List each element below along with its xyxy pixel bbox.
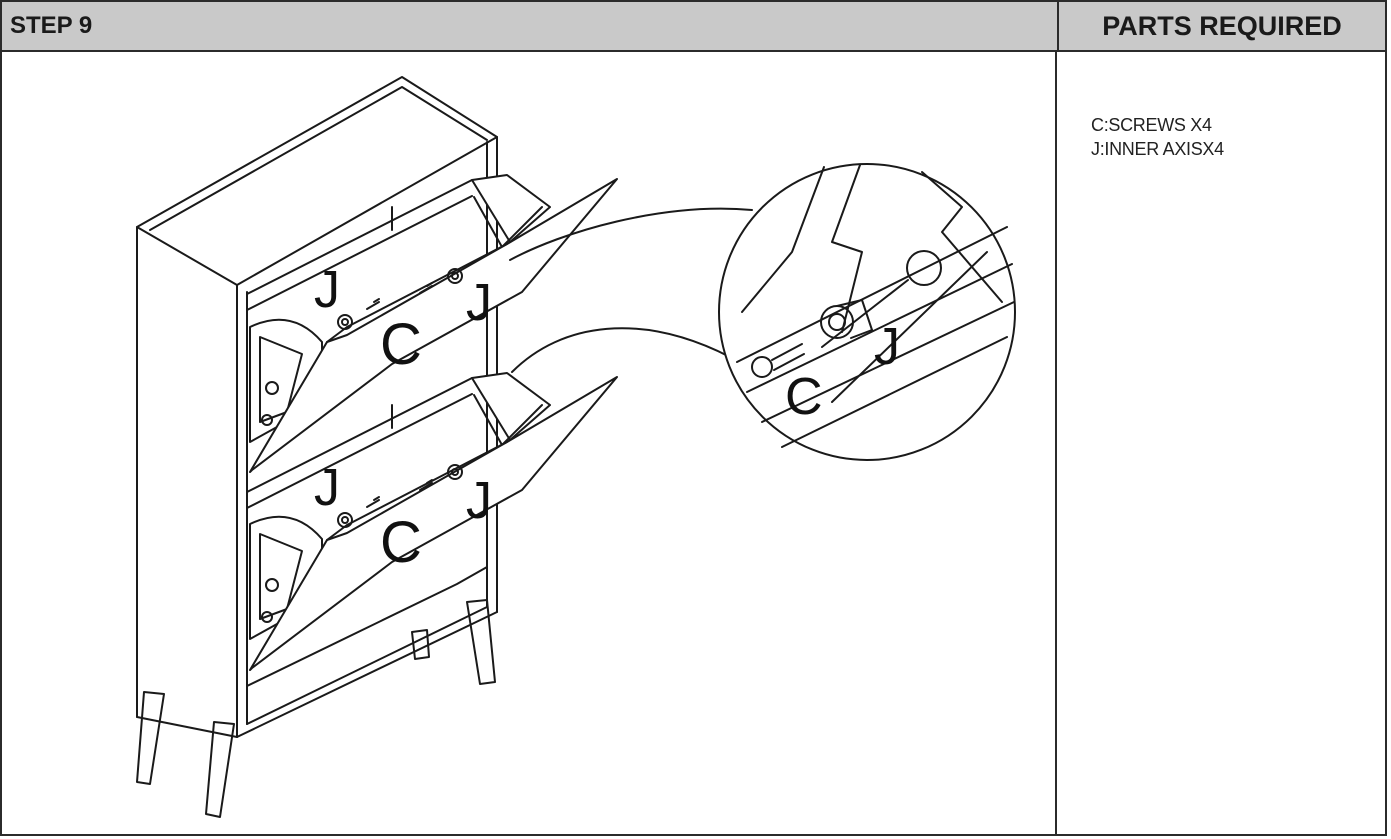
leader-lines	[509, 207, 753, 373]
parts-list: C:SCREWS X4 J:INNER AXISX4	[1091, 113, 1224, 161]
parts-required-title: PARTS REQUIRED	[1057, 2, 1385, 52]
callout-j-detail: J	[874, 318, 900, 376]
cabinet-body	[136, 76, 498, 738]
callout-j-lower-left: J	[314, 459, 340, 517]
part-item-inner-axis: J:INNER AXISX4	[1091, 139, 1224, 159]
callout-j-upper-right: J	[466, 274, 492, 332]
detail-magnifier	[718, 163, 1016, 461]
callout-j-lower-right: J	[466, 472, 492, 530]
assembly-illustration: J C J J C J J C	[136, 76, 1016, 818]
callout-labels: J C J J C J J C	[314, 261, 900, 575]
callout-c-lower: C	[380, 510, 422, 575]
hardware-parts	[337, 268, 463, 528]
step-title: STEP 9	[2, 2, 1057, 52]
callout-c-upper: C	[380, 312, 422, 377]
callout-j-upper-left: J	[314, 261, 340, 319]
callout-c-detail: C	[785, 368, 823, 426]
cabinet-legs	[136, 599, 496, 818]
part-item-screws: C:SCREWS X4	[1091, 115, 1212, 135]
lower-compartment	[246, 372, 618, 687]
column-divider	[1055, 50, 1057, 836]
